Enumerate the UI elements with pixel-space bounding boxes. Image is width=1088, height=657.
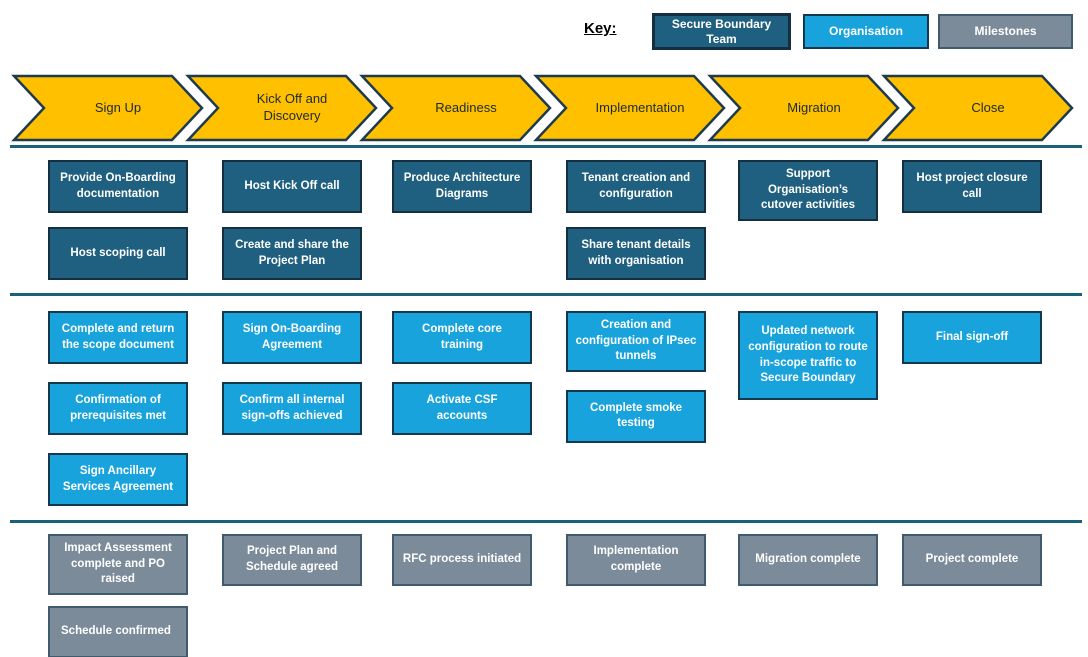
org-task-box: Updated network configuration to route i… xyxy=(738,311,878,400)
org-task-box: Final sign-off xyxy=(902,311,1042,364)
org-task-box: Confirm all internal sign-offs achieved xyxy=(222,382,362,435)
chevron-shape-sign-up xyxy=(11,74,204,142)
chevron-shape-implementation xyxy=(533,74,726,142)
milestone-box: Impact Assessment complete and PO raised xyxy=(48,534,188,595)
team-lane-kick-off: Host Kick Off call Create and share the … xyxy=(222,160,362,280)
org-task-box: Complete core training xyxy=(392,311,532,364)
phase-label-migration: Migration xyxy=(787,99,841,115)
team-task-box: Create and share the Project Plan xyxy=(222,227,362,280)
org-lane-implementation: Creation and configuration of IPsec tunn… xyxy=(566,311,706,443)
org-task-box: Complete smoke testing xyxy=(566,389,706,443)
chevron-shape-close xyxy=(881,74,1074,142)
milestone-lane-sign-up: Impact Assessment complete and PO raised… xyxy=(48,534,188,657)
phase-label-implementation: Implementation xyxy=(595,99,685,115)
milestone-box: Project complete xyxy=(902,534,1042,586)
org-task-box: Complete and return the scope document xyxy=(48,311,188,364)
legend-organisation: Organisation xyxy=(803,14,929,49)
milestone-lane-readiness: RFC process initiated xyxy=(392,534,532,586)
org-task-box: Creation and configuration of IPsec tunn… xyxy=(566,311,706,372)
org-lane-kick-off: Sign On-Boarding Agreement Confirm all i… xyxy=(222,311,362,435)
team-task-box: Share tenant details with organisation xyxy=(566,227,706,280)
milestone-lane-migration: Migration complete xyxy=(738,534,878,586)
team-task-box: Host scoping call xyxy=(48,227,188,280)
milestone-box: Implementation complete xyxy=(566,534,706,586)
chevron-shape-migration xyxy=(707,74,900,142)
milestone-lane-kick-off: Project Plan and Schedule agreed xyxy=(222,534,362,586)
legend-secure-boundary-team: Secure Boundary Team xyxy=(652,13,791,50)
team-task-box: Host project closure call xyxy=(902,160,1042,213)
team-task-box: Provide On-Boarding documentation xyxy=(48,160,188,213)
org-lane-sign-up: Complete and return the scope document C… xyxy=(48,311,188,506)
team-task-box: Support Organisation’s cutover activitie… xyxy=(738,160,878,221)
org-lane-migration: Updated network configuration to route i… xyxy=(738,311,878,400)
team-task-box: Tenant creation and configuration xyxy=(566,160,706,213)
lane-divider-middle xyxy=(10,293,1082,296)
org-task-box: Sign On-Boarding Agreement xyxy=(222,311,362,364)
milestone-box: Migration complete xyxy=(738,534,878,586)
phase-chevrons xyxy=(11,74,1074,142)
phase-label-close: Close xyxy=(971,99,1005,115)
legend-milestones: Milestones xyxy=(938,14,1073,49)
phase-label-sign-up: Sign Up xyxy=(94,99,142,115)
org-task-box: Confirmation of prerequisites met xyxy=(48,382,188,435)
team-task-box: Produce Architecture Diagrams xyxy=(392,160,532,213)
team-lane-close: Host project closure call xyxy=(902,160,1042,213)
team-task-box: Host Kick Off call xyxy=(222,160,362,213)
team-lane-migration: Support Organisation’s cutover activitie… xyxy=(738,160,878,221)
milestone-box: RFC process initiated xyxy=(392,534,532,586)
lane-divider-top xyxy=(10,145,1082,148)
milestone-box: Schedule confirmed xyxy=(48,605,188,657)
org-lane-readiness: Complete core training Activate CSF acco… xyxy=(392,311,532,435)
org-task-box: Sign Ancillary Services Agreement xyxy=(48,453,188,506)
key-label: Key: xyxy=(584,20,617,37)
team-lane-implementation: Tenant creation and configuration Share … xyxy=(566,160,706,280)
team-lane-sign-up: Provide On-Boarding documentation Host s… xyxy=(48,160,188,280)
chevron-shape-kick-off xyxy=(185,74,378,142)
phase-label-readiness: Readiness xyxy=(435,99,497,115)
phase-label-kick-off: Kick Off and Discovery xyxy=(256,91,328,123)
milestone-lane-implementation: Implementation complete xyxy=(566,534,706,586)
milestone-lane-close: Project complete xyxy=(902,534,1042,586)
org-lane-close: Final sign-off xyxy=(902,311,1042,364)
chevron-shape-readiness xyxy=(359,74,552,142)
org-task-box: Activate CSF accounts xyxy=(392,382,532,435)
lane-divider-bottom xyxy=(10,520,1082,523)
milestone-box: Project Plan and Schedule agreed xyxy=(222,534,362,586)
team-lane-readiness: Produce Architecture Diagrams xyxy=(392,160,532,213)
